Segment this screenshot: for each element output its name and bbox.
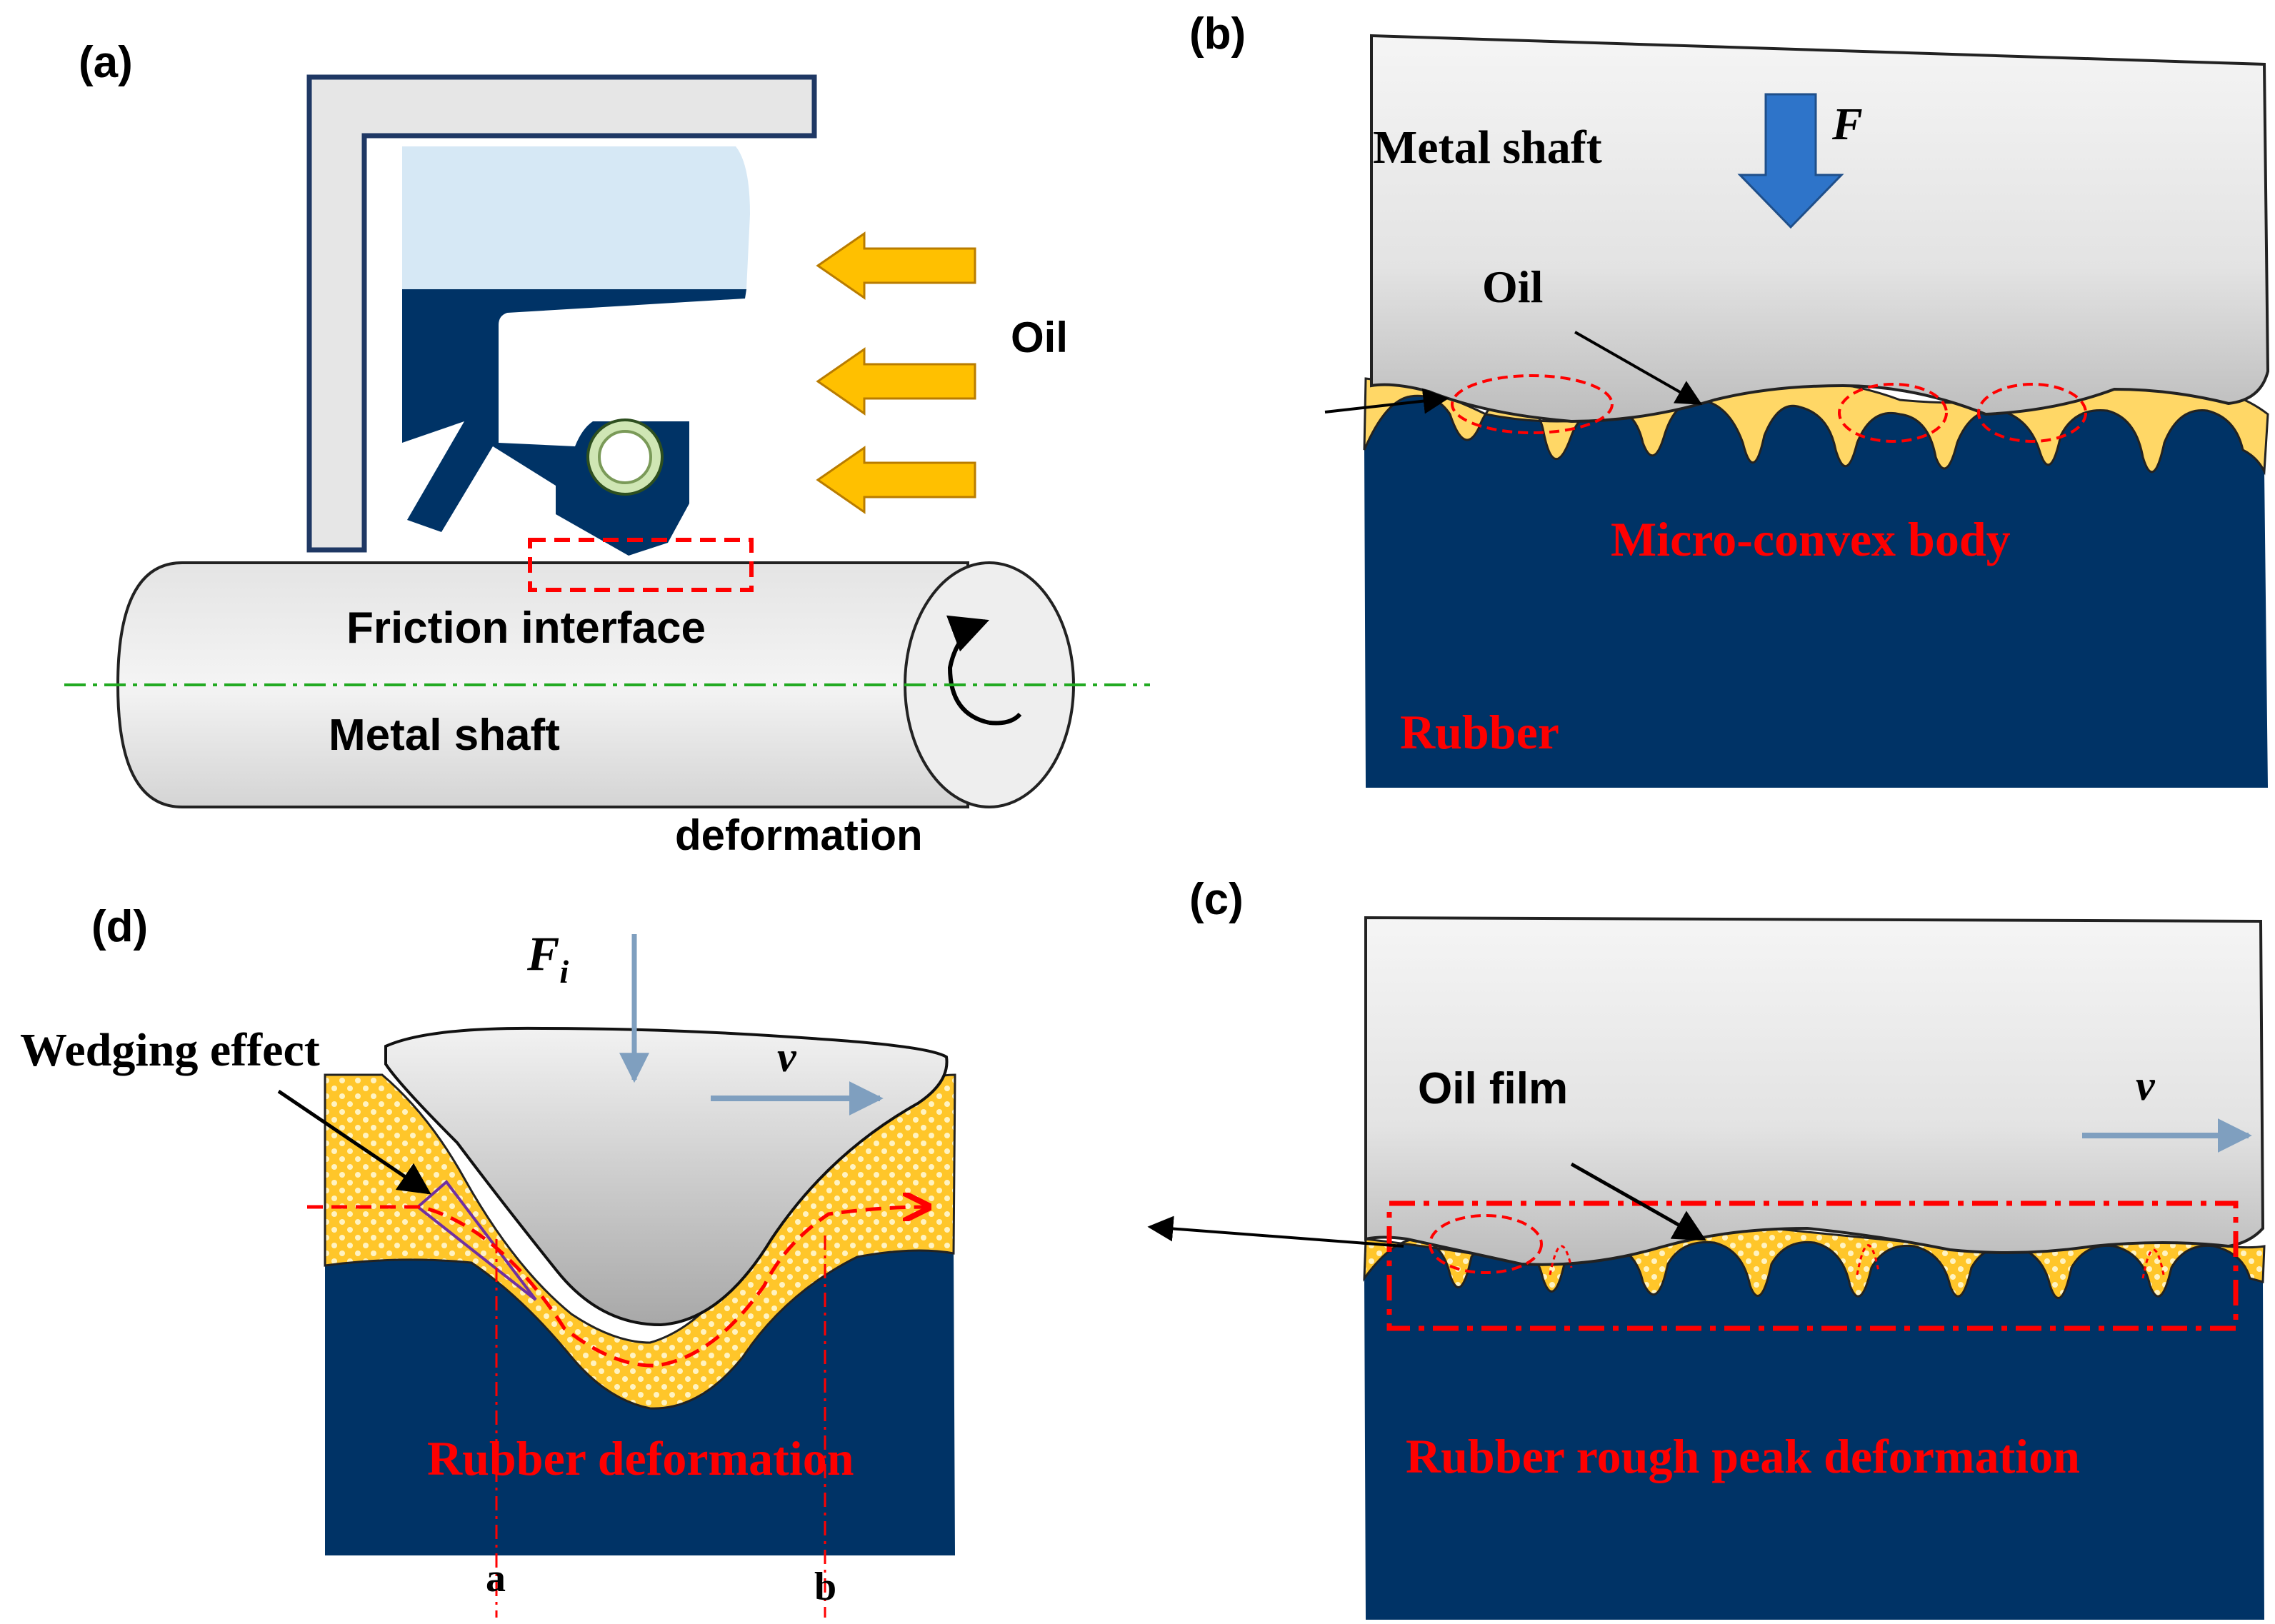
panel-d: (d) Fi v Wedging effect Rubber deformati… bbox=[20, 902, 956, 1618]
contact-ellipses-b bbox=[1451, 374, 2087, 443]
deformation-label: deformation bbox=[675, 811, 923, 859]
panel-b-tag: (b) bbox=[1189, 9, 1246, 59]
seal-body-dark bbox=[402, 289, 746, 556]
force-arrow-b bbox=[1737, 93, 1844, 229]
rubber-block-d bbox=[325, 1250, 955, 1555]
metal-shaft-label-b: Metal shaft bbox=[1373, 121, 1602, 174]
flow-path-d bbox=[307, 1207, 929, 1368]
velocity-label-d: v bbox=[777, 1033, 797, 1081]
force-label-b: F bbox=[1831, 99, 1863, 149]
friction-interface-label: Friction interface bbox=[346, 603, 706, 653]
rough-peak-label: Rubber rough peak deformation bbox=[1406, 1429, 2080, 1483]
panel-a: (a) Oil Friction interface Metal shaft d… bbox=[64, 38, 1150, 859]
micro-convex-label: Micro-convex body bbox=[1611, 512, 2011, 566]
force-label-d: Fi bbox=[526, 926, 569, 990]
oil-film-label: Oil film bbox=[1418, 1064, 1568, 1113]
contact-ellipse-c bbox=[1429, 1214, 1543, 1274]
point-b-label: b bbox=[814, 1565, 836, 1609]
oil-arrows bbox=[816, 231, 976, 514]
metal-shaft-body bbox=[116, 561, 969, 808]
rubber-label-b: Rubber bbox=[1400, 705, 1559, 759]
wedging-label: Wedging effect bbox=[20, 1024, 320, 1076]
panel-b: (b) Metal shaft F Oil Micro-convex body … bbox=[1189, 9, 2270, 788]
contact-zone-box bbox=[528, 538, 754, 592]
seal-body-light bbox=[402, 146, 750, 289]
panel-c-tag: (c) bbox=[1189, 875, 1244, 924]
rubber-block-c bbox=[1364, 1238, 2264, 1620]
metal-shaft-block-b bbox=[1370, 34, 2270, 423]
velocity-label-c: v bbox=[2136, 1062, 2156, 1109]
rubber-deformation-label: Rubber deformation bbox=[427, 1431, 854, 1485]
wedge-triangle bbox=[415, 1180, 537, 1301]
rotation-arrow-icon bbox=[946, 615, 990, 725]
leader-a-to-b bbox=[1324, 388, 1449, 414]
oil-label-a: Oil bbox=[1011, 314, 1068, 361]
metal-shaft-label-a: Metal shaft bbox=[329, 711, 560, 760]
panel-c: (c) Oil film v Rubber rough peak deforma… bbox=[1147, 875, 2266, 1620]
seal-housing bbox=[306, 74, 817, 553]
rubber-block-b bbox=[1364, 396, 2268, 788]
panel-a-tag: (a) bbox=[79, 38, 133, 87]
metal-asperity-d bbox=[384, 1026, 949, 1327]
oil-label-b: Oil bbox=[1482, 261, 1543, 312]
panel-d-tag: (d) bbox=[91, 902, 148, 951]
metal-shaft-block-c bbox=[1364, 916, 2265, 1266]
asperity-outlines-c bbox=[1549, 1244, 2166, 1279]
region-box-c bbox=[1386, 1201, 2239, 1331]
point-a-label: a bbox=[486, 1556, 506, 1600]
leader-c-to-d bbox=[1147, 1216, 1404, 1248]
